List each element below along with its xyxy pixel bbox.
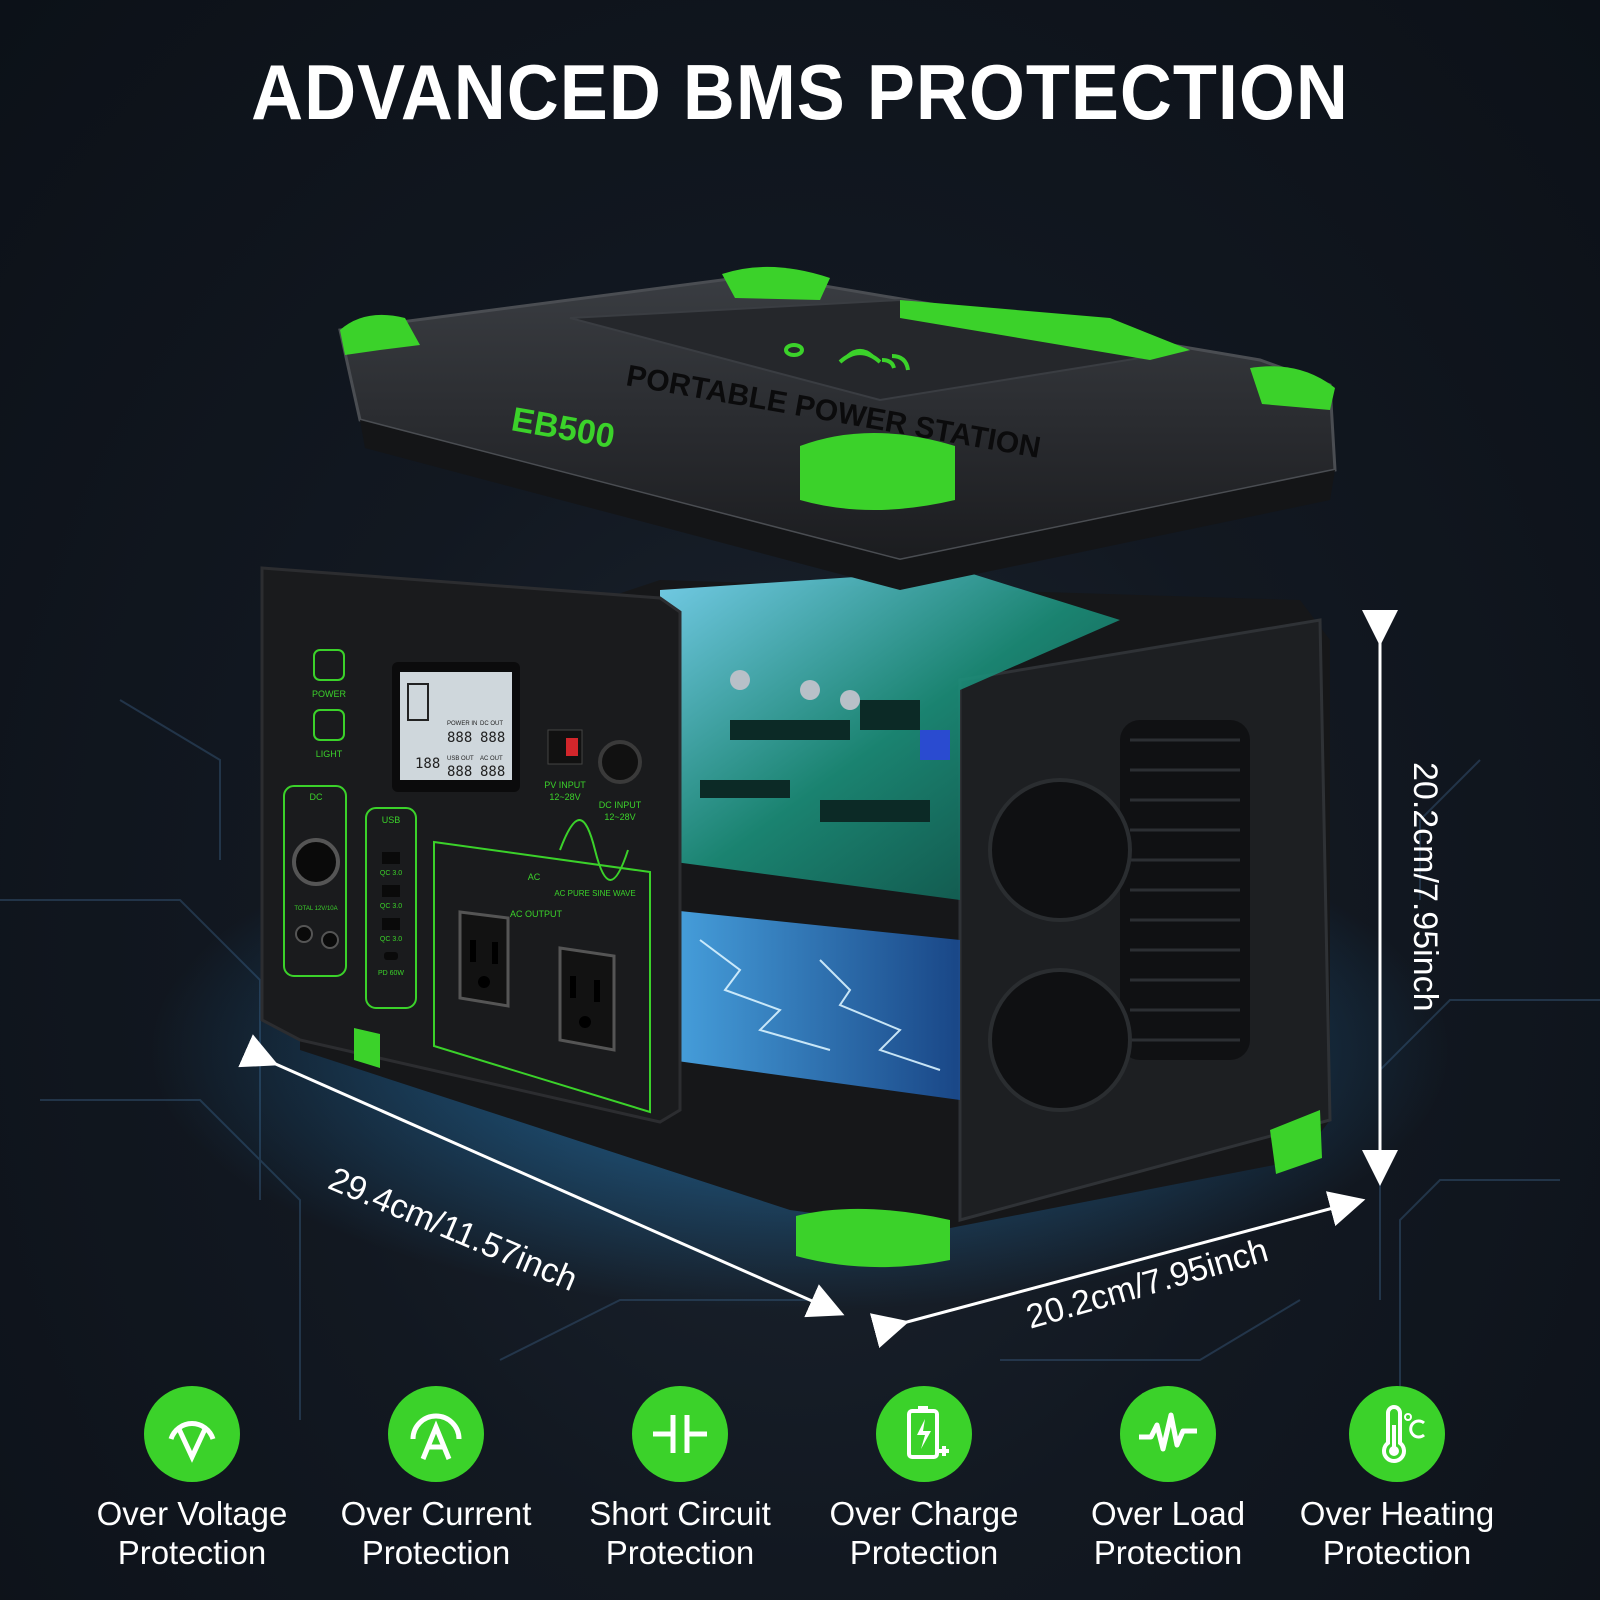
short-circuit-icon (632, 1386, 728, 1482)
feature-over-charge-line2: Protection (849, 1534, 999, 1571)
feature-over-load-line1: Over Load (1090, 1495, 1246, 1532)
car-socket-port[interactable] (292, 838, 340, 886)
dc-section-label: DC (310, 792, 323, 802)
feature-over-heating-line2: Protection (1322, 1534, 1472, 1571)
feature-over-current-line2: Protection (361, 1534, 511, 1571)
lcd-battery-icon (407, 683, 429, 721)
sine-wave-icon (559, 819, 629, 881)
usb-port-1-label: QC 3.0 (380, 870, 402, 877)
usb-port-2-label: QC 3.0 (380, 903, 402, 910)
feature-over-voltage-line2: Protection (117, 1534, 267, 1571)
dc5521-port-1[interactable] (295, 925, 313, 943)
lcd-usb-out: 888 (447, 764, 472, 780)
lcd-dc-out: 888 (480, 730, 505, 746)
usb-port-3[interactable] (382, 918, 400, 930)
usb-section-label: USB (382, 815, 401, 825)
light-label: LIGHT (316, 749, 343, 759)
circuit-board (660, 570, 1120, 900)
dc5521-port-2[interactable] (321, 931, 339, 949)
fan-vent (988, 720, 1250, 1112)
feature-over-voltage-line1: Over Voltage (96, 1495, 288, 1532)
feature-short-circuit-line1: Short Circuit (589, 1495, 771, 1532)
anderson-red (566, 738, 578, 756)
ac-output-label: AC OUTPUT (510, 909, 563, 919)
wireless-charging-icon (784, 343, 910, 371)
usb-port-1[interactable] (382, 852, 400, 864)
feature-over-charge-line1: Over Charge (829, 1495, 1019, 1532)
pv-range: 12~28V (549, 792, 580, 802)
lcd-power-in: 888 (447, 730, 472, 746)
usb-c-label: PD 60W (378, 970, 404, 977)
load-pulse-icon (1120, 1386, 1216, 1482)
lcd-screen (400, 672, 512, 780)
height-dimension: 20.2cm/7.95inch (1406, 762, 1444, 1012)
power-button[interactable] (313, 649, 345, 681)
thermometer-icon (1349, 1386, 1445, 1482)
lcd-power-in-label: POWER IN (447, 721, 477, 727)
lcd-ac-out: 888 (480, 764, 505, 780)
feature-over-load-line2: Protection (1093, 1534, 1243, 1571)
usb-c-port[interactable] (384, 952, 398, 960)
length-arrow (238, 1034, 845, 1318)
feature-over-current-line1: Over Current (340, 1495, 532, 1532)
dc-section (283, 785, 347, 977)
ac-outlet-2[interactable] (558, 946, 616, 1052)
current-icon (388, 1386, 484, 1482)
lcd-dc-out-label: DC OUT (480, 721, 503, 727)
dimension-arrows (238, 610, 1398, 1349)
usb-port-2[interactable] (382, 885, 400, 897)
width-arrow (869, 1191, 1366, 1349)
dc-sub-label: TOTAL 12V/10A (294, 906, 337, 912)
feature-short-circuit-line2: Protection (605, 1534, 755, 1571)
usb-port-3-label: QC 3.0 (380, 936, 402, 943)
feature-over-heating-line1: Over Heating (1299, 1495, 1495, 1532)
usb-section (365, 807, 417, 1009)
power-label: POWER (312, 689, 347, 699)
ac-section-label: AC (528, 872, 541, 882)
page-title: ADVANCED BMS PROTECTION (251, 49, 1349, 137)
lid-bumpers (340, 266, 1335, 510)
ac-outlet-1[interactable] (458, 910, 510, 1008)
voltage-icon (144, 1386, 240, 1482)
lcd-battery: 188 (415, 756, 440, 772)
lcd-ac-out-label: AC OUT (480, 756, 503, 762)
dc-input-port[interactable] (598, 740, 642, 784)
lcd-usb-out-label: USB OUT (447, 756, 474, 762)
sine-wave-label: AC PURE SINE WAVE (554, 889, 635, 898)
dc-range: 12~28V (604, 812, 635, 822)
dc-input-label: DC INPUT (599, 800, 642, 810)
light-button[interactable] (313, 709, 345, 741)
charge-battery-icon (876, 1386, 972, 1482)
pv-input-label: PV INPUT (544, 780, 586, 790)
lid: PORTABLE POWER STATION EB500 (338, 273, 1337, 590)
